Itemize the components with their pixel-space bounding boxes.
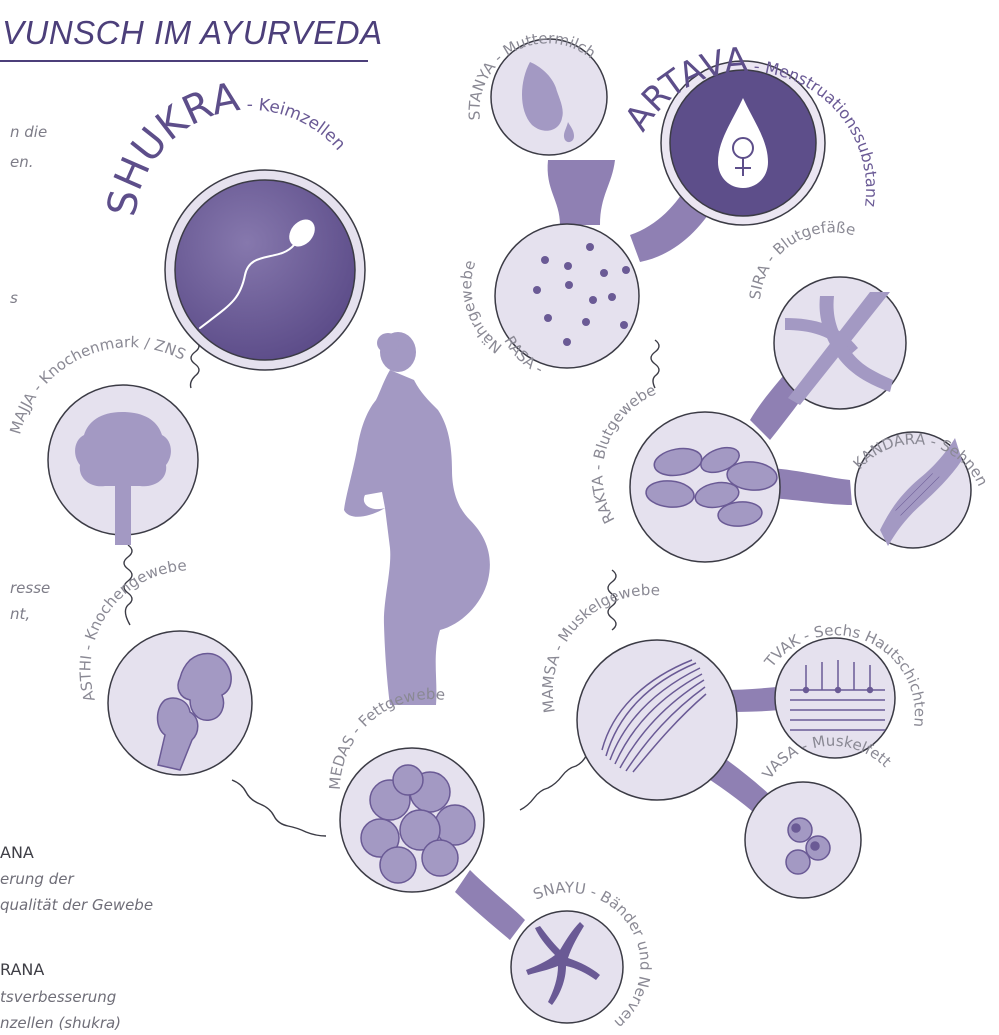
pregnant-woman-icon — [344, 332, 490, 705]
snayu-circle — [511, 911, 623, 1023]
majja-name: MAJJA — [6, 389, 40, 436]
medas-desc: Fettgewebe — [355, 685, 446, 731]
snayu-name: SNAYU — [530, 878, 587, 903]
mamsa-name: MAMSA — [539, 652, 564, 715]
majja-desc: Knochenmark / ZNS — [36, 333, 189, 387]
sira-name: SIRA — [746, 261, 774, 301]
sira-desc: Blutgefäße — [769, 218, 857, 258]
mamsa-circle — [577, 640, 737, 800]
shukra-circle — [175, 180, 355, 360]
rakta-name: RAKTA — [588, 474, 618, 526]
asthi-name: ASTHI — [76, 654, 99, 704]
vasa-name: VASA — [759, 741, 802, 782]
node-circles — [48, 39, 971, 1023]
shukra-desc: Keimzellen — [258, 95, 350, 154]
mamsa-desc: Muskelgewebe — [554, 581, 660, 645]
asthi-desc: Knochengewebe — [81, 556, 187, 642]
